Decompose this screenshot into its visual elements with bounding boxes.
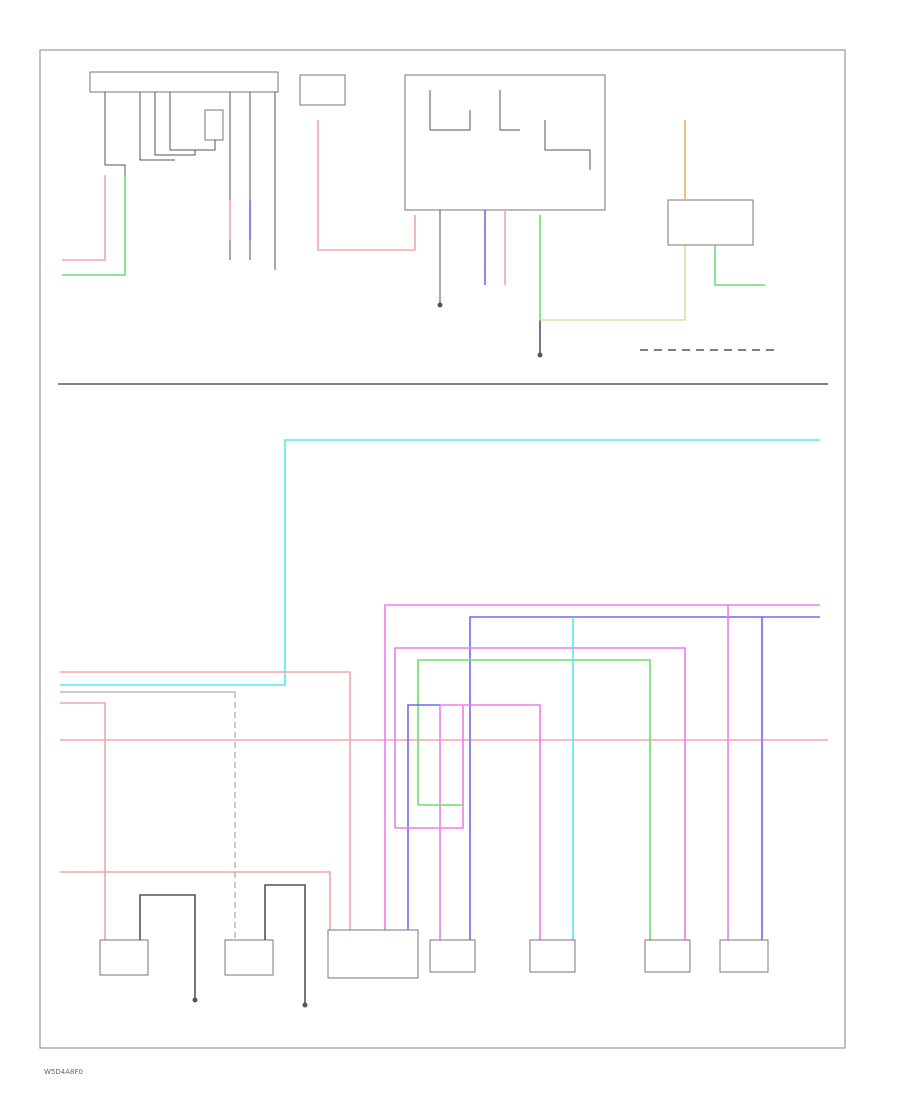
- module-box-top-left: [89, 71, 279, 93]
- wire-red-branch: [60, 702, 106, 940]
- wire-red-main: [60, 671, 351, 930]
- component-switch-1: [99, 939, 149, 976]
- relay-center-wires: [429, 90, 591, 305]
- wire-cyan-main: [60, 439, 820, 686]
- wire-red-left: [62, 175, 106, 261]
- module-sub-box: [204, 109, 224, 141]
- wire-yellow-center: [540, 245, 686, 321]
- relay-box-right: [667, 199, 754, 246]
- wire-pink-mid: [317, 120, 416, 251]
- component-lamp-3: [644, 939, 691, 973]
- wire-magenta-outer: [384, 604, 820, 930]
- diagram-frame: [39, 49, 846, 1049]
- ground-point-3: [537, 352, 543, 358]
- ground-point-4: [437, 302, 443, 308]
- wire-green-left: [62, 175, 126, 276]
- relay-box-center: [404, 74, 606, 211]
- wire-black-connector-1: [139, 894, 196, 1000]
- page-code: W5D4A8F0: [44, 1068, 83, 1076]
- component-switch-2: [224, 939, 274, 976]
- wire-magenta-return: [395, 705, 464, 829]
- wire-blue-outer: [469, 616, 820, 940]
- component-switch-3: [327, 929, 419, 979]
- wire-green-right: [714, 245, 765, 286]
- component-lamp-2: [529, 939, 576, 973]
- fuse-box-mid: [299, 74, 346, 106]
- ground-point-2: [302, 1002, 308, 1008]
- ground-point-1: [192, 997, 198, 1003]
- wire-magenta-loop: [394, 647, 686, 940]
- wire-black-connector-2: [264, 884, 306, 1005]
- wire-blue-inner: [407, 704, 440, 940]
- module-top-left-wires: [104, 92, 276, 270]
- wire-magenta-inner: [440, 704, 541, 940]
- wire-red-bottom: [60, 871, 331, 930]
- wire-green-loop: [417, 659, 651, 940]
- component-lamp-4: [719, 939, 769, 973]
- component-lamp-1: [429, 939, 476, 973]
